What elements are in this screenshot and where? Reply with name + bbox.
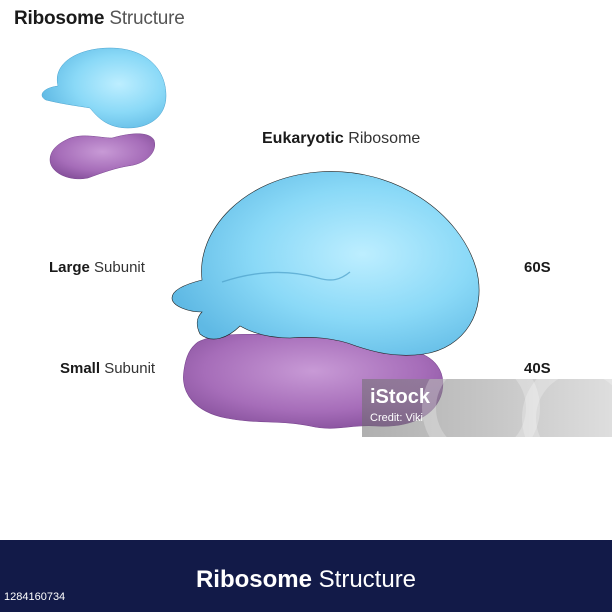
watermark-logo: iStock — [370, 386, 431, 408]
watermark-credit: Credit: Viki — [370, 412, 423, 424]
small-subunit-label-light: Subunit — [104, 360, 156, 377]
footer-title-light: Structure — [318, 566, 417, 593]
footer-title: Ribosome Structure — [0, 566, 612, 594]
image-id: 1284160734 — [4, 591, 66, 603]
thumbnail-small-subunit — [49, 133, 156, 180]
footer-title-bold: Ribosome — [195, 566, 312, 593]
small-subunit-label: Small Subunit — [60, 360, 155, 377]
page-title-light: Structure — [109, 8, 185, 29]
page-title: Ribosome Structure — [14, 8, 185, 30]
large-subunit-value: 60S — [524, 259, 551, 276]
thumbnail-ribosome — [41, 47, 167, 180]
main-ribosome — [171, 171, 480, 429]
small-subunit-value: 40S — [524, 360, 551, 377]
footer-bar: Ribosome Structure 1284160734 — [0, 540, 612, 612]
thumbnail-large-subunit — [41, 47, 167, 129]
large-subunit-shape — [171, 171, 480, 356]
large-subunit-groove — [221, 271, 351, 283]
small-subunit-label-bold: Small — [60, 360, 101, 377]
large-subunit-label: Large Subunit — [49, 259, 145, 276]
large-subunit-label-bold: Large — [49, 259, 90, 276]
watermark-circle — [522, 379, 612, 437]
diagram-title: Eukaryotic Ribosome — [262, 130, 420, 148]
diagram-title-light: Ribosome — [348, 130, 421, 147]
watermark: iStock Credit: Viki — [362, 379, 612, 437]
diagram-title-bold: Eukaryotic — [262, 130, 344, 147]
page-title-bold: Ribosome — [14, 8, 105, 29]
large-subunit-label-light: Subunit — [94, 259, 145, 276]
